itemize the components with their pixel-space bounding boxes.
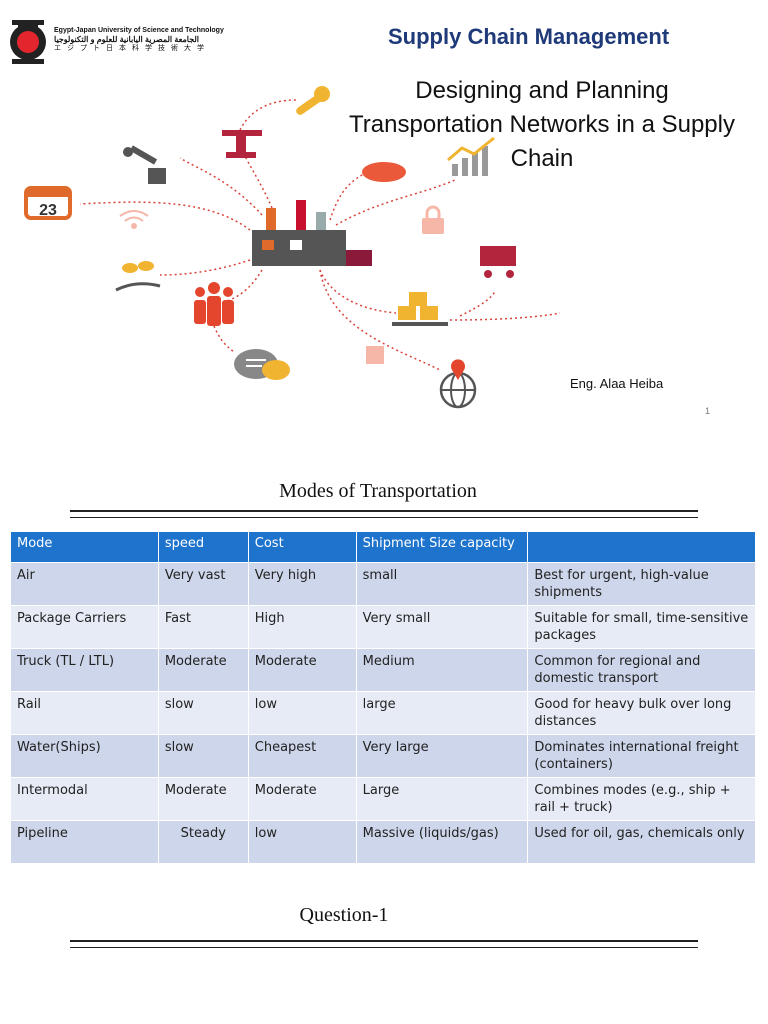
university-name-jp: エジプト日本科学技術大学 [54,45,210,52]
table-row: Air Very vast Very high small Best for u… [10,562,756,606]
calendar-icon: 23 [24,186,72,220]
university-name-block: Egypt-Japan University of Science and Te… [54,26,224,53]
column-header-mode: Mode [10,531,159,563]
table-cell: Very high [247,562,357,606]
author-name: Eng. Alaa Heiba [570,376,664,391]
table-cell: Water(Ships) [10,734,159,778]
table-cell: Dominates international freight (contain… [527,734,756,778]
table-row: Water(Ships) slow Cheapest Very large Do… [10,734,756,778]
table-cell: Cheapest [247,734,357,778]
course-title: Supply Chain Management [388,24,670,49]
table-cell: Medium [355,648,529,692]
table-row: Rail slow low large Good for heavy bulk … [10,691,756,735]
table-cell: Rail [10,691,159,735]
university-name-en: Egypt-Japan University of Science and Te… [54,27,224,34]
table-cell: High [247,605,357,649]
section-divider [70,510,698,518]
boxes-icon [392,292,448,326]
table-cell: Combines modes (e.g., ship + rail + truc… [527,777,756,821]
table-cell: Air [10,562,159,606]
people-icon [194,282,234,326]
table-cell: Pipeline [10,820,159,864]
table-cell: Steady [157,820,249,864]
table-cell: Used for oil, gas, chemicals only [527,820,756,864]
university-logo [10,20,46,64]
table-cell: Truck (TL / LTL) [10,648,159,692]
table-row: Package Carriers Fast High Very small Su… [10,605,756,649]
slide-page-number: 1 [705,406,711,416]
table-cell: Moderate [247,648,357,692]
robot-arm-icon [123,145,166,184]
factory-icon [252,200,372,266]
section-heading-question: Question-1 [299,904,389,926]
puzzle-icon [366,346,384,364]
university-name-ar: الجامعة المصرية اليابانية للعلوم و التكن… [54,35,200,44]
table-cell: low [247,820,357,864]
table-cell: Massive (liquids/gas) [355,820,529,864]
calendar-number: 23 [39,202,57,219]
table-cell: Fast [157,605,249,649]
table-cell: large [355,691,529,735]
table-cell: small [355,562,529,606]
lock-icon [422,205,444,234]
table-cell: Good for heavy bulk over long distances [527,691,756,735]
transport-modes-table: Mode speed Cost Shipment Size capacity A… [10,531,756,864]
table-cell: slow [157,734,249,778]
table-cell: Moderate [157,777,249,821]
section-heading-modes: Modes of Transportation [279,480,477,502]
table-cell: Suitable for small, time-sensitive packa… [527,605,756,649]
lecture-title-line-2: Transportation Networks in a Supply [349,111,735,138]
table-cell: Best for urgent, high-value shipments [527,562,756,606]
shopping-cart-icon [480,246,516,278]
table-row: Pipeline Steady low Massive (liquids/gas… [10,820,756,864]
column-header-speed: speed [157,531,249,563]
lecture-title-line-1: Designing and Planning [415,77,669,104]
plant-hand-icon [115,261,161,292]
lecture-title-line-3: Chain [510,145,574,172]
table-cell: low [247,691,357,735]
wifi-icon [119,210,149,229]
column-header-notes [527,531,756,563]
table-cell: Package Carriers [10,605,159,649]
column-header-cost: Cost [247,531,357,563]
table-cell: Very large [355,734,529,778]
table-cell: Moderate [247,777,357,821]
section-divider [70,940,698,948]
table-cell: Common for regional and domestic transpo… [527,648,756,692]
column-header-capacity: Shipment Size capacity [355,531,529,563]
wrench-icon [296,86,330,115]
handshake-icon [362,162,406,182]
supply-chain-illustration: 23 [24,86,560,409]
lecture-title: Designing and Planning Transportation Ne… [312,74,768,176]
table-cell: Very small [355,605,529,649]
press-icon [222,130,262,158]
table-header-row: Mode speed Cost Shipment Size capacity [10,531,756,563]
growth-chart-icon [447,136,495,176]
table-cell: Moderate [157,648,249,692]
table-row: Truck (TL / LTL) Moderate Moderate Mediu… [10,648,756,692]
chat-bubbles-icon [234,349,290,380]
globe-location-icon [439,359,477,409]
table-cell: Intermodal [10,777,159,821]
table-cell: Large [355,777,529,821]
table-row: Intermodal Moderate Moderate Large Combi… [10,777,756,821]
table-cell: slow [157,691,249,735]
table-cell: Very vast [157,562,249,606]
